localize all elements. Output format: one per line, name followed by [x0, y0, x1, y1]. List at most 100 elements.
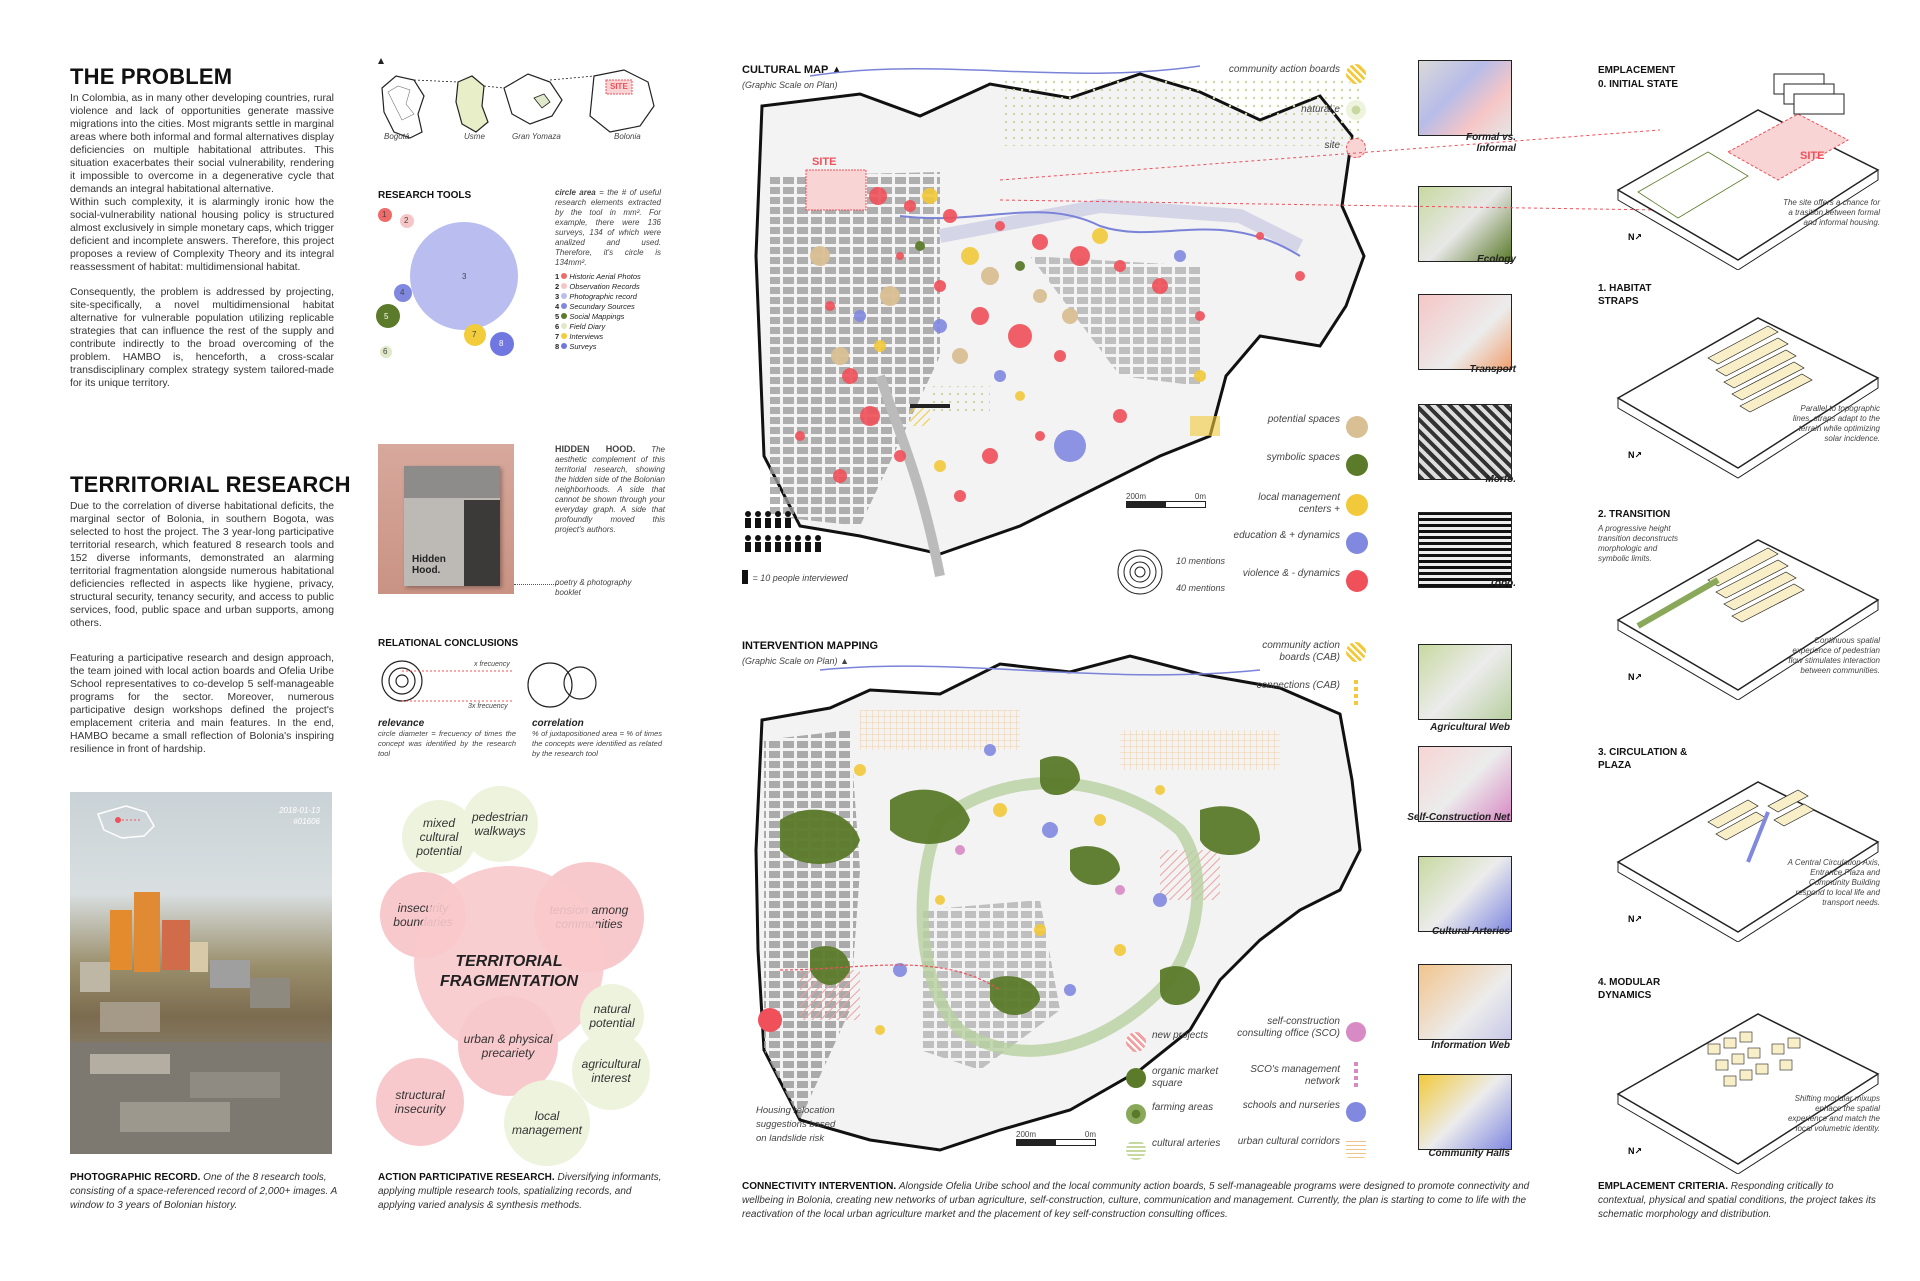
intervention-map-svg	[754, 654, 1362, 1152]
tool-bubble-2-number: 2	[404, 216, 409, 225]
legend-num-4: 4	[555, 302, 560, 311]
tool-bubble-8-number: 8	[499, 339, 504, 348]
research-tools-legend-row-7: 7 Interviews	[555, 332, 665, 342]
thumb-information-web	[1418, 964, 1512, 1040]
booklet-photo	[464, 500, 500, 586]
legend-label-7: Interviews	[569, 332, 604, 341]
bubble-structural-insecurity: structural insecurity	[376, 1058, 464, 1146]
problem-title: THE PROBLEM	[70, 64, 233, 89]
stage-1-text: Parallel to topographic lines, straps ad…	[1792, 404, 1880, 443]
tool-bubble-6-number: 6	[383, 347, 388, 356]
locator-site-label: SITE	[610, 82, 628, 91]
legend-dot-5	[561, 313, 568, 319]
tool-bubble-5	[376, 304, 400, 328]
problem-paragraph-1: In Colombia, as in many other developing…	[70, 93, 334, 195]
emplacement-caption-title: EMPLACEMENT CRITERIA.	[1598, 1181, 1728, 1192]
tool-bubble-7	[464, 324, 486, 346]
booklet-band	[404, 466, 500, 498]
north-icon-3: N↗	[1628, 914, 1642, 924]
hidden-hood-title: HIDDEN HOOD.	[555, 444, 636, 454]
booklet-cover-title: Hidden Hood.	[412, 554, 446, 576]
hidden-hood-note: poetry & photography booklet	[555, 578, 632, 597]
research-tools-note-text: = the # of useful research elements extr…	[555, 188, 662, 267]
correlation-title: correlation	[532, 718, 584, 729]
legend-education: education & + dynamics	[1233, 530, 1340, 541]
frequency-1-label: x frecuency	[474, 661, 510, 668]
problem-paragraph-3: Consequently, the problem is addressed b…	[70, 287, 334, 389]
legend-dot-6	[561, 323, 568, 329]
north-arrow-icon: ▲	[831, 64, 843, 76]
legend-num-3: 3	[555, 292, 560, 301]
intervention-map-subtitle-text: (Graphic Scale on Plan)	[742, 656, 838, 666]
cultural-map: SITE	[740, 56, 1380, 596]
thumb-transport	[1418, 294, 1512, 370]
thumb-morfo-label: Morfo.	[1485, 474, 1516, 485]
stage-2-text: A progressive height transition deconstr…	[1598, 524, 1679, 563]
fragmentation-caption: ACTION PARTICIPATIVE RESEARCH. Diversify…	[378, 1171, 668, 1213]
stage-4-text: Shifting modular mixups enhace the spati…	[1787, 1094, 1880, 1133]
legend-swatch-symbolic	[1346, 454, 1368, 476]
people-legend: = 10 people interviewed	[742, 568, 852, 586]
legend-natural: natural e	[1301, 104, 1340, 115]
thumb-cultural-arteries-label: Cultural Arteries	[1432, 926, 1510, 937]
north-icon-0: N↗	[1628, 232, 1642, 242]
people-icons	[742, 510, 832, 560]
locator-svg	[378, 58, 655, 139]
bubble-pedestrian-walkways: pedestrian walkways	[462, 786, 538, 862]
locator-label-bolonia: Bolonia	[614, 132, 641, 141]
stage-3-text: A Central Circulation Axis, Entrance Pla…	[1787, 858, 1880, 907]
thumb-formal-informal-label: Formal vs. Informal	[1465, 132, 1516, 154]
legend-sco: self-construction consulting office (SCO…	[1237, 1016, 1340, 1039]
bubble-agricultural-interest: agricultural interest	[572, 1032, 650, 1110]
research-tools-legend-row-2: 2 Observation Records	[555, 282, 665, 292]
research-tools-legend-row-6: 6 Field Diary	[555, 322, 665, 332]
research-tools-legend-row-5: 5 Social Mappings	[555, 312, 665, 322]
locator-maps: Bogotá Usme Gran Yomaza Bolonia SITE	[374, 58, 664, 142]
tool-bubble-3	[410, 222, 518, 330]
relevance-text: circle diameter = frecuency of times the…	[378, 729, 516, 758]
photo-code: #01606	[293, 817, 320, 826]
photo-caption: PHOTOGRAPHIC RECORD. One of the 8 resear…	[70, 1171, 340, 1213]
intervention-north-arrow-icon: ▲	[840, 656, 849, 666]
legend-connections: connections (CAB)	[1256, 680, 1340, 691]
legend-num-6: 6	[555, 322, 560, 331]
thumb-self-construction-label: Self-Construction Net	[1407, 812, 1510, 823]
intervention-caption: CONNECTIVITY INTERVENTION. Alongside Ofe…	[742, 1180, 1532, 1222]
photographic-record-image: 2018-01-13 #01606	[70, 792, 332, 1154]
cultural-map-subtitle: (Graphic Scale on Plan)	[742, 80, 838, 90]
legend-swatch-violence	[1346, 570, 1368, 592]
research-tools-legend: 1 Historic Aerial Photos 2 Observation R…	[555, 272, 665, 352]
thumb-topo-label: Topo.	[1489, 578, 1516, 589]
legend-label-4: Secundary Sources	[569, 302, 635, 311]
legend-dot-4	[561, 303, 568, 309]
tool-bubble-4-number: 4	[400, 288, 405, 297]
frequency-3-label: 3x frecuency	[468, 703, 508, 710]
intervention-scale-bar	[1016, 1139, 1096, 1146]
cultural-map-title: CULTURAL MAP ▲	[742, 64, 842, 76]
legend-num-7: 7	[555, 332, 560, 341]
tool-bubble-4	[394, 284, 412, 302]
mentions-10-label: 10 mentions	[1176, 556, 1226, 566]
people-legend-text: = 10 people interviewed	[752, 573, 848, 583]
booklet-cover: Hidden Hood.	[404, 466, 500, 586]
legend-local-management: local management centers +	[1258, 492, 1340, 515]
thumb-self-construction	[1418, 746, 1512, 822]
legend-site: site	[1324, 140, 1340, 151]
legend-label-5: Social Mappings	[569, 312, 625, 321]
emplacement-caption-text: Responding critically to contextual, phy…	[1598, 1181, 1876, 1220]
north-icon-1: N↗	[1628, 450, 1642, 460]
legend-num-2: 2	[555, 282, 560, 291]
photo-drawing	[70, 805, 332, 1154]
legend-swatch-education	[1346, 532, 1368, 554]
legend-swatch-urban-corridors	[1346, 1138, 1366, 1158]
thumb-community-halls-label: Community Halls	[1428, 1148, 1510, 1159]
cultural-map-site-label: SITE	[812, 156, 837, 168]
site-link-lines	[1000, 129, 1660, 211]
tool-bubble-1-number: 1	[382, 210, 387, 219]
relevance-title: relevance	[378, 718, 425, 729]
legend-new-projects: new projects	[1152, 1030, 1209, 1041]
problem-paragraph-2: Within such complexity, it is alarmingly…	[70, 197, 334, 273]
intervention-scale-200m: 200m	[1016, 1130, 1037, 1139]
